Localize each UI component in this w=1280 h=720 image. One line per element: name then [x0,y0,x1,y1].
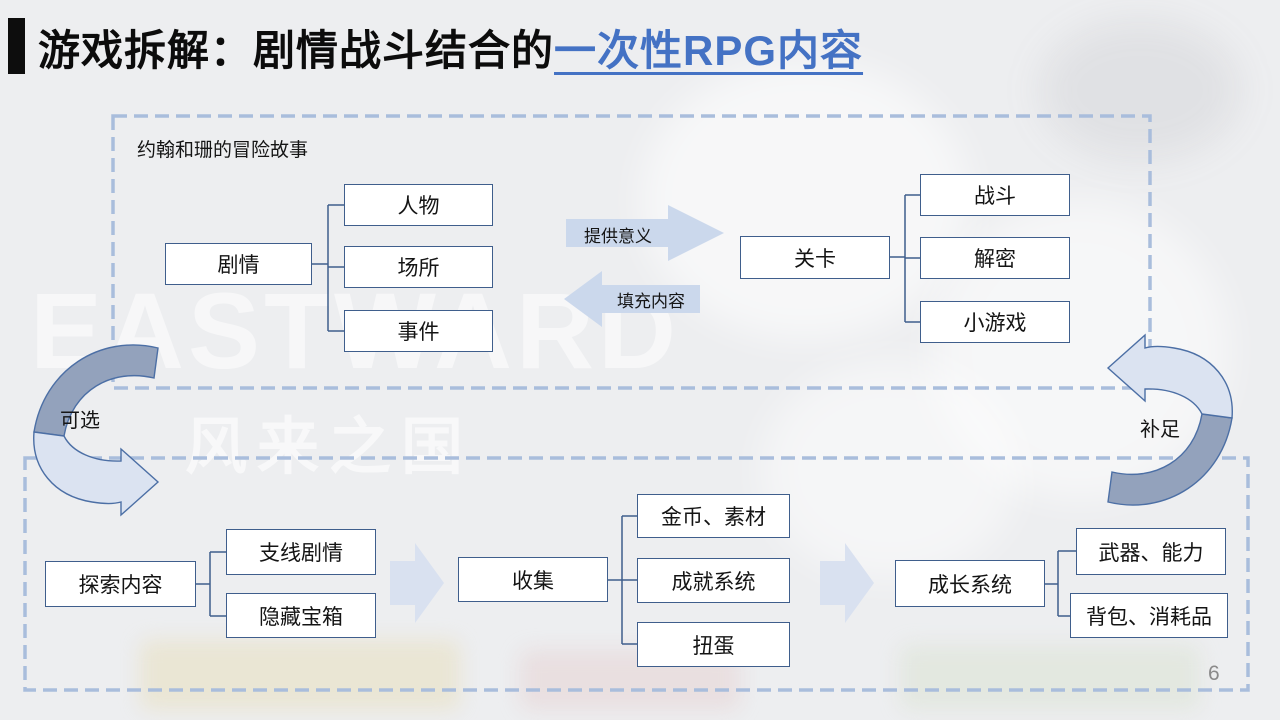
loop-arrow-optional [33,344,160,517]
page-number: 6 [1208,662,1220,685]
top-section-frame [111,114,1152,390]
fill-content-label: 填充内容 [617,291,685,311]
node-hidden-chest: 隐藏宝箱 [226,593,376,638]
node-gacha: 扭蛋 [637,622,790,667]
provide-meaning-label: 提供意义 [584,226,652,246]
node-side-quest: 支线剧情 [226,529,376,575]
loop-optional-label: 可选 [60,410,100,432]
title-text: 游戏拆解：剧情战斗结合的 [38,27,555,74]
node-achievement-system: 成就系统 [637,558,790,603]
node-minigame: 小游戏 [920,301,1070,343]
node-puzzle: 解密 [920,237,1070,279]
title-accent-bar [8,18,25,74]
node-exploration: 探索内容 [45,561,196,607]
node-inventory-consumables: 背包、消耗品 [1070,593,1228,638]
loop-supplement-label: 补足 [1140,419,1180,441]
node-coins-materials: 金币、素材 [637,494,790,538]
node-weapons-abilities: 武器、能力 [1076,528,1226,575]
node-collection: 收集 [458,557,608,602]
bottom-section-frame [23,456,1250,692]
node-event: 事件 [344,310,493,352]
top-section-label: 约翰和珊的冒险故事 [137,140,309,161]
node-character: 人物 [344,184,493,226]
node-growth-system: 成长系统 [895,560,1045,607]
node-level: 关卡 [740,236,890,279]
flow-arrow-explore-to-collect [390,543,444,623]
flow-arrow-collect-to-growth [820,543,874,623]
title-highlight-link[interactable]: 一次性RPG内容 [554,27,864,74]
node-combat: 战斗 [920,174,1070,216]
node-story: 剧情 [165,243,312,285]
page-title: 游戏拆解：剧情战斗结合的一次性RPG内容 [38,17,863,78]
node-location: 场所 [344,246,493,288]
